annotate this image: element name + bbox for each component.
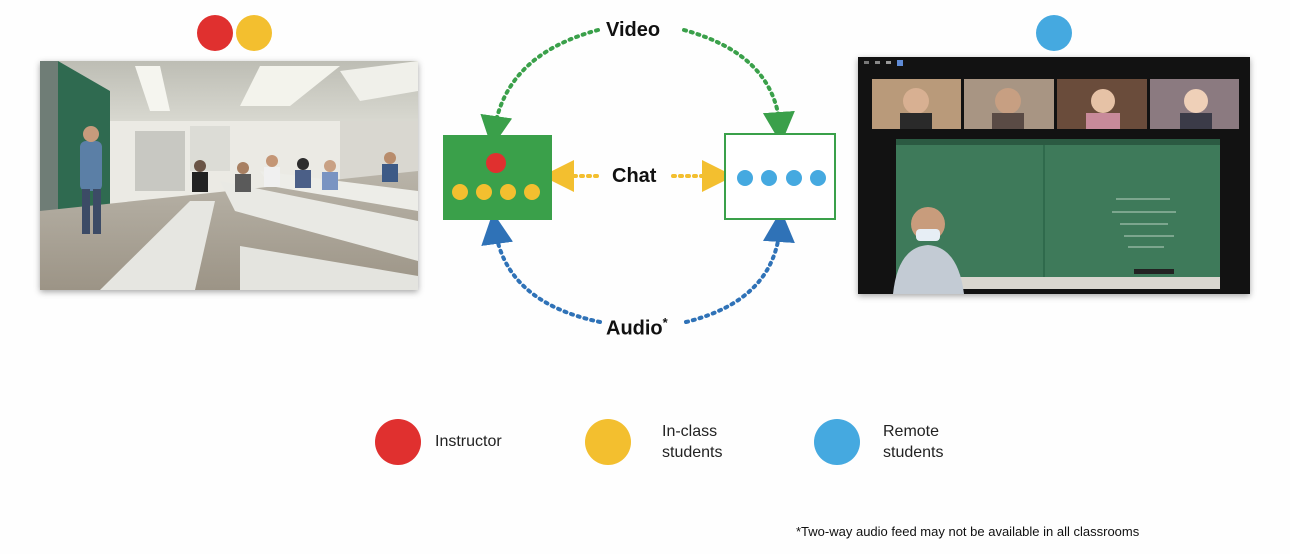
inclass-legend-dot [585,419,631,465]
remote-dot-2 [761,170,777,186]
remote-legend-label: Remote students [883,421,943,463]
remote-legend-line2: students [883,444,944,461]
audio-label: Audio [606,317,663,340]
instructor-dot-box [486,153,506,173]
video-arrow-left [480,28,600,148]
inclass-students-dot-header [236,15,272,51]
footnote: *Two-way audio feed may not be available… [796,524,1140,539]
inclass-dot-3 [500,184,516,200]
remote-dot-3 [786,170,802,186]
remote-legend-dot [814,419,860,465]
audio-arrow-left [481,212,602,324]
inclass-dot-1 [452,184,468,200]
remote-dot-1 [737,170,753,186]
classroom-photo [40,61,418,290]
instructor-legend-dot [375,419,421,465]
video-arrow-right [682,28,795,144]
inclass-dot-4 [524,184,540,200]
inclass-legend-line2: students [662,444,723,461]
audio-label-wrap: Audio* [602,311,672,341]
inclass-legend-line1: In-class [662,423,718,440]
audio-arrow-right [684,210,795,324]
classroom-box [443,135,552,220]
audio-footnote-mark: * [662,315,668,330]
video-label: Video [602,18,665,42]
remote-students-dot-header [1036,15,1072,51]
chat-label: Chat [608,164,661,188]
inclass-dot-2 [476,184,492,200]
instructor-dot-header [197,15,233,51]
video-call-screenshot [858,57,1250,294]
remote-dot-4 [810,170,826,186]
remote-legend-line1: Remote [883,423,940,440]
inclass-legend-label: In-class students [662,421,722,463]
instructor-legend-label: Instructor [435,433,502,450]
